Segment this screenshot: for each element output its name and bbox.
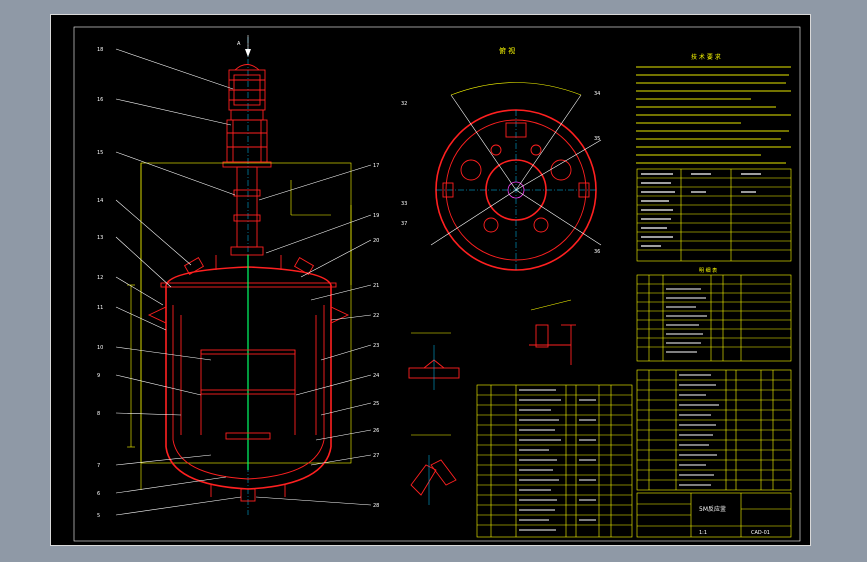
leader-number: 23: [373, 343, 379, 349]
left-leader-numbers: 18 16 15 14 13 12 11 10 9 8 7 6 5: [97, 47, 103, 519]
leader-number: 18: [97, 47, 103, 53]
leader-number: 26: [373, 428, 379, 434]
notes-title: 技 术 要 求: [691, 53, 721, 61]
drawing-sheet: A: [50, 14, 811, 546]
top-view-number: 35: [594, 136, 600, 142]
top-view-number: 37: [401, 221, 407, 227]
technical-notes: 技 术 要 求: [636, 53, 791, 164]
leader-number: 11: [97, 305, 103, 311]
top-view-number: 34: [594, 91, 600, 97]
leader-number: 20: [373, 238, 379, 244]
top-view-number: 32: [401, 101, 407, 107]
parts-list-right: [636, 369, 792, 491]
leader-number: 10: [97, 345, 103, 351]
inner-frame: [73, 26, 801, 542]
leader-number: 12: [97, 275, 103, 281]
detail-views: [408, 299, 576, 505]
right-leader-numbers: 17 19 20 21 22 23 24 25 26 27 28: [373, 163, 379, 509]
spec-table: [636, 168, 792, 262]
leader-number: 5: [97, 513, 100, 519]
leader-number: 8: [97, 411, 100, 417]
cad-drawing: A: [73, 26, 801, 542]
title-block: 5M反应釜 CAD-01 1:1: [636, 492, 792, 538]
parts-header: 明 细 表: [699, 267, 717, 274]
nozzle-table: 明 细 表: [636, 267, 792, 362]
view-arrow-label: A: [237, 41, 241, 47]
title-block-drawing-no: CAD-01: [751, 530, 770, 536]
leader-number: 27: [373, 453, 379, 459]
leader-number: 28: [373, 503, 379, 509]
leader-number: 6: [97, 491, 100, 497]
leader-number: 9: [97, 373, 100, 379]
top-view-number: 33: [401, 201, 407, 207]
title-block-name: 5M反应釜: [699, 505, 726, 513]
top-view-number: 36: [594, 249, 600, 255]
leader-number: 22: [373, 313, 379, 319]
top-view-title: 俯 视: [499, 46, 515, 55]
leader-number: 19: [373, 213, 379, 219]
leader-number: 13: [97, 235, 103, 241]
leader-number: 24: [373, 373, 379, 379]
leader-number: 7: [97, 463, 100, 469]
reactor-elevation: A: [97, 35, 379, 519]
top-view: 俯 视 32 33 34 35 36 37: [401, 46, 602, 271]
parts-list-middle: [476, 384, 633, 538]
leader-number: 25: [373, 401, 379, 407]
title-block-scale: 1:1: [699, 530, 707, 536]
leader-number: 14: [97, 198, 103, 204]
leader-number: 15: [97, 150, 103, 156]
leader-number: 16: [97, 97, 103, 103]
leader-number: 21: [373, 283, 379, 289]
leader-number: 17: [373, 163, 379, 169]
